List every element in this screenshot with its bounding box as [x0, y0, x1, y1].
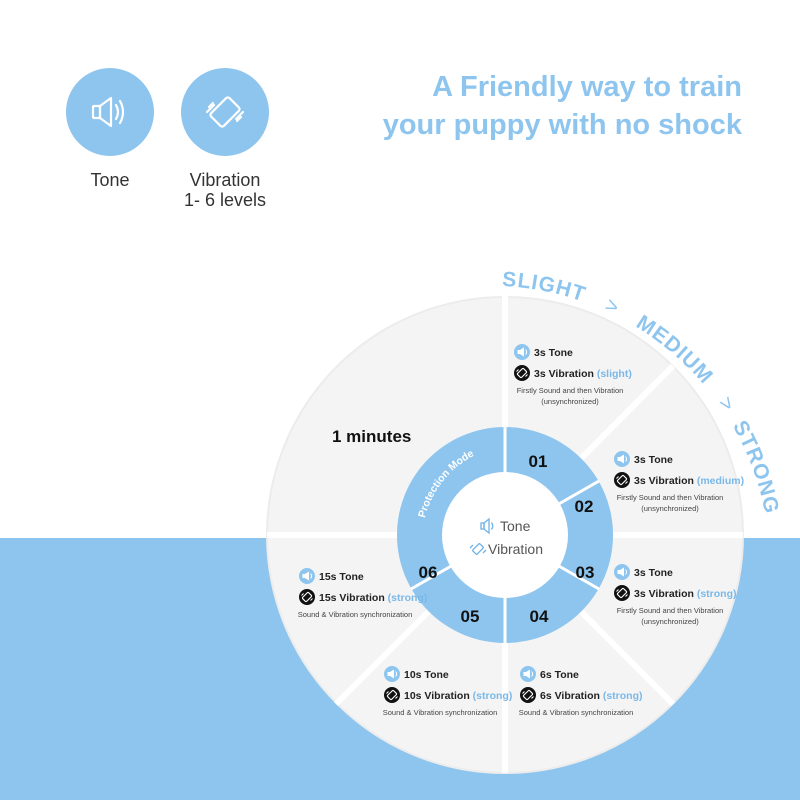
segment-note: (unsynchronized): [541, 397, 599, 406]
headline-line-1: A Friendly way to train: [432, 71, 742, 103]
segment-level: (strong): [697, 588, 737, 600]
segment-tone-label: 3s Tone: [534, 347, 573, 359]
segment-level: (strong): [473, 690, 513, 702]
tone-small-icon: [383, 665, 401, 683]
scale-separator-1: >: [602, 293, 624, 319]
segment-vibration-label: 6s Vibration (strong): [540, 690, 643, 702]
tone-icon-circle: [66, 68, 154, 156]
segment-01-details: 3s Tone 3s Vibration (slight) Firstly Soun…: [513, 343, 632, 406]
feature-tone-label: Tone: [90, 170, 130, 190]
center-tone-label: Tone: [500, 518, 531, 534]
tone-small-icon: [613, 450, 631, 468]
segment-note: (unsynchronized): [641, 617, 699, 626]
segment-04-details: 6s Tone 6s Vibration (strong) Sound & Vibr…: [519, 665, 643, 717]
segment-note: Sound & Vibration synchronization: [519, 708, 634, 717]
segment-tone-label: 6s Tone: [540, 669, 579, 681]
tone-small-icon: [513, 343, 531, 361]
segment-note: Sound & Vibration synchronization: [383, 708, 498, 717]
vibration-small-icon: [383, 686, 401, 704]
ring-number-01: 01: [529, 452, 548, 471]
tone-small-icon: [519, 665, 537, 683]
vibration-small-icon: [298, 588, 316, 606]
segment-vibration-label: 3s Vibration (medium): [634, 475, 744, 487]
vibration-icon: [205, 96, 245, 128]
scale-separator-2: >: [713, 392, 739, 416]
segment-05-details: 10s Tone 10s Vibration (strong) Sound & Vi…: [383, 665, 512, 717]
segment-note: Firstly Sound and then Vibration: [517, 386, 624, 395]
ring-number-04: 04: [530, 607, 549, 626]
vibration-small-icon: [613, 471, 631, 489]
segment-tone-label: 3s Tone: [634, 567, 673, 579]
segment-vibration-label: 15s Vibration (strong): [319, 592, 427, 604]
tone-small-icon: [298, 567, 316, 585]
segment-03-details: 3s Tone 3s Vibration (strong) Firstly Soun…: [613, 563, 737, 626]
feature-vibration-levels: 1- 6 levels: [183, 190, 267, 210]
ring-number-05: 05: [461, 607, 480, 626]
ring-number-06: 06: [419, 563, 438, 582]
segment-details: 3s Tone 3s Vibration (slight) Firstly Soun…: [298, 343, 744, 717]
wheel-center: [442, 472, 568, 598]
timer-label: 1 minutes: [332, 427, 411, 446]
segment-vibration-label: 3s Vibration (slight): [534, 368, 632, 380]
vibration-small-icon: [519, 686, 537, 704]
feature-tone: Tone: [65, 68, 155, 190]
segment-level: (strong): [603, 690, 643, 702]
ring-number-03: 03: [576, 563, 595, 582]
headline-line-2: your puppy with no shock: [382, 109, 742, 141]
segment-tone-label: 10s Tone: [404, 669, 449, 681]
segment-note: (unsynchronized): [641, 504, 699, 513]
segment-note: Firstly Sound and then Vibration: [617, 493, 724, 502]
vibration-small-icon: [513, 364, 531, 382]
segment-tone-label: 3s Tone: [634, 454, 673, 466]
speaker-icon: [91, 96, 125, 128]
segment-vibration-label: 10s Vibration (strong): [404, 690, 512, 702]
vibration-small-icon: [613, 584, 631, 602]
ring-number-02: 02: [575, 497, 594, 516]
center-vibration-icon: [469, 543, 487, 555]
center-tone-icon: [480, 517, 494, 535]
segment-tone-label: 15s Tone: [319, 571, 364, 583]
ring-dividers: [410, 427, 600, 643]
segment-note: Firstly Sound and then Vibration: [617, 606, 724, 615]
segment-06-details: 15s Tone 15s Vibration (strong) Sound & Vi…: [298, 567, 427, 619]
center-vibration-label: Vibration: [488, 541, 543, 557]
tone-small-icon: [613, 563, 631, 581]
segment-level: (medium): [697, 475, 744, 487]
feature-vibration: Vibration 1- 6 levels: [176, 68, 274, 210]
segment-level: (strong): [388, 592, 428, 604]
headline: A Friendly way to train your puppy with …: [383, 68, 742, 144]
vibration-icon-circle: [181, 68, 269, 156]
segment-02-details: 3s Tone 3s Vibration (medium) Firstly Soun…: [613, 450, 744, 513]
segment-note: Sound & Vibration synchronization: [298, 610, 413, 619]
segment-level: (slight): [597, 368, 632, 380]
feature-vibration-label: Vibration: [189, 170, 261, 190]
segment-vibration-label: 3s Vibration (strong): [634, 588, 737, 600]
